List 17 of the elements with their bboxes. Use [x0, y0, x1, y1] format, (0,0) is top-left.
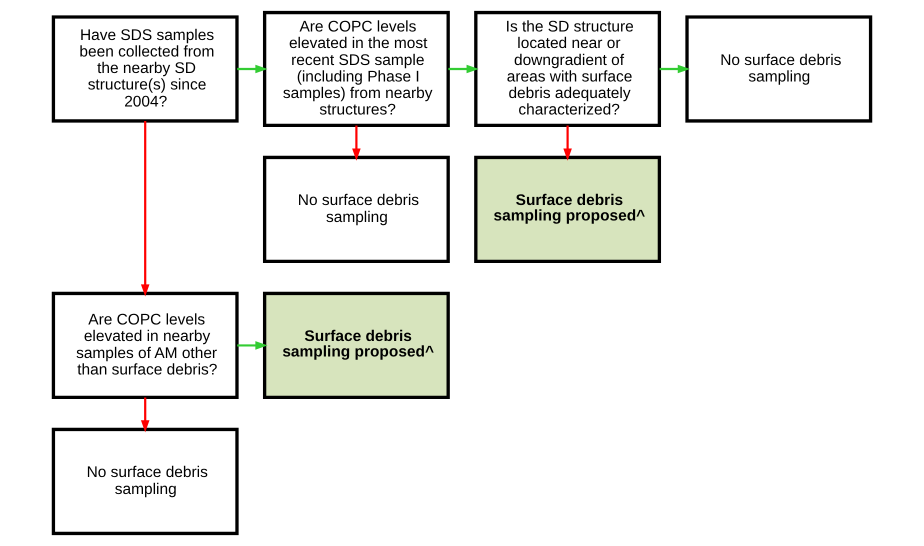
arrow: [352, 126, 361, 161]
arrow: [660, 64, 690, 74]
node-box: Are COPC levels elevated in the most recent SDS sample (including Phase I samples) from nearby structures?: [262, 10, 450, 128]
node-box: Surface debris sampling proposed^: [262, 292, 450, 400]
node-box: No surface debris sampling: [52, 428, 239, 536]
arrow: [237, 341, 268, 350]
node-box: Have SDS samples been collected from the nearby SD structure(s) since 2004?: [52, 15, 239, 123]
node-box: Are COPC levels elevated in nearby samples of AM other than surface debris?: [52, 292, 239, 400]
node-box: Is the SD structure located near or downgradient of areas with surface debris adequately characterized?: [474, 10, 662, 128]
node-box: Surface debris sampling proposed^: [474, 156, 662, 264]
node-box: No surface debris sampling: [685, 15, 872, 123]
arrow: [237, 64, 268, 74]
node-box: No surface debris sampling: [262, 156, 450, 264]
arrow: [563, 126, 572, 161]
arrow: [140, 398, 150, 432]
arrow: [448, 64, 479, 74]
arrow: [140, 121, 150, 297]
